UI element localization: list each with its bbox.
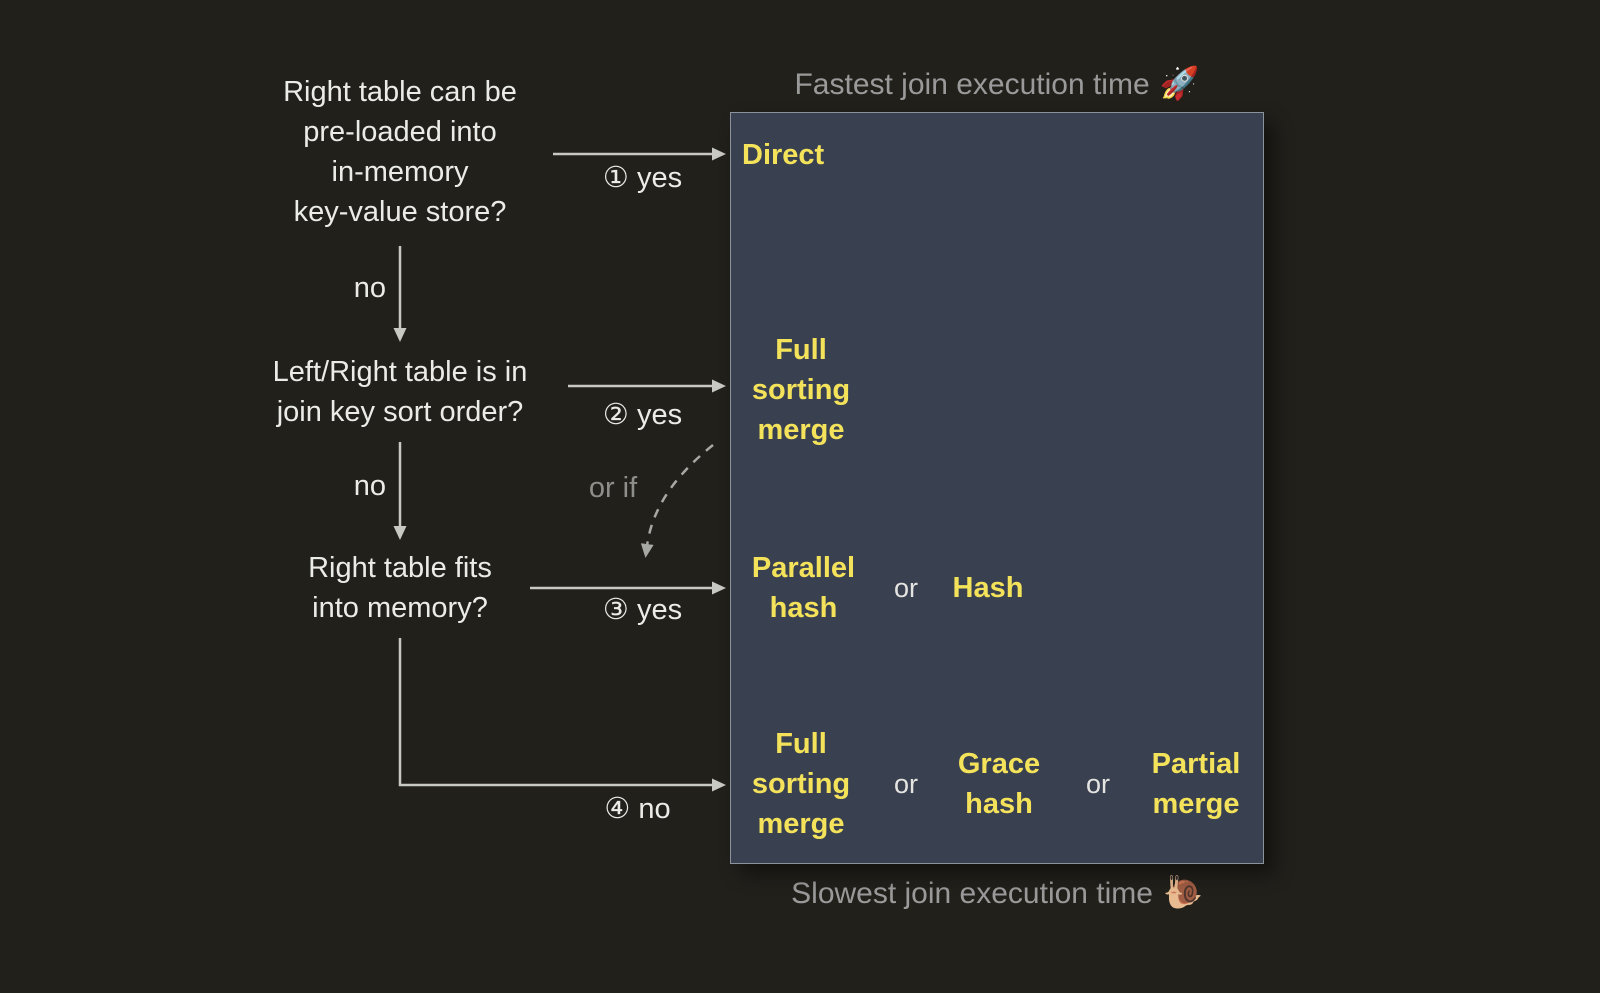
- rocket-icon: 🚀: [1159, 65, 1200, 101]
- or-separator-a: or: [893, 573, 918, 603]
- edge-label-no-2: no: [353, 470, 386, 502]
- question-sort-order: Left/Right table is in join key sort ord…: [272, 356, 528, 428]
- algorithm-grace-hash: Grace hash: [957, 748, 1041, 820]
- algorithm-full-sorting-merge-1: Full sorting merge: [751, 334, 851, 446]
- edge-label-no-4: ④ no: [604, 793, 671, 825]
- edge-label-yes-1: ① yes: [602, 162, 683, 194]
- algorithm-partial-merge: Partial merge: [1151, 748, 1241, 820]
- fastest-caption: Fastest join execution time 🚀: [730, 64, 1264, 102]
- edge-label-yes-3: ③ yes: [602, 594, 683, 626]
- algorithm-full-sorting-merge-2: Full sorting merge: [751, 728, 851, 840]
- algorithms-panel: [730, 112, 1264, 864]
- question-preloaded-kv-store: Right table can be pre-loaded into in-me…: [283, 76, 517, 228]
- slowest-caption-text: Slowest join execution time: [791, 877, 1153, 910]
- or-separator-c: or: [1085, 769, 1110, 799]
- algorithm-hash: Hash: [952, 572, 1024, 604]
- question-fits-memory: Right table fits into memory?: [308, 552, 492, 624]
- edge-label-no-1: no: [353, 272, 386, 304]
- snail-icon: 🐌: [1163, 874, 1203, 910]
- or-separator-b: or: [893, 769, 918, 799]
- edge-label-yes-2: ② yes: [602, 399, 683, 431]
- fastest-caption-text: Fastest join execution time: [794, 68, 1150, 101]
- algorithm-direct: Direct: [742, 139, 825, 171]
- algorithm-parallel-hash: Parallel hash: [751, 552, 856, 624]
- edge-label-or-if: or if: [588, 472, 638, 504]
- slowest-caption: Slowest join execution time 🐌: [730, 873, 1264, 911]
